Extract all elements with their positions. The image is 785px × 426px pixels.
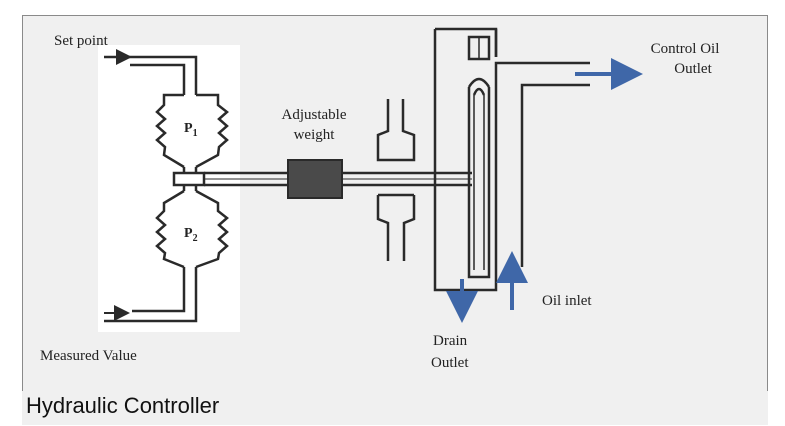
- bellows-panel: [98, 45, 240, 332]
- upper-nozzle: [376, 99, 416, 162]
- label-p2: P2: [184, 226, 198, 244]
- label-control-oil-1: Control Oil: [651, 41, 720, 57]
- adjustable-weight: [287, 159, 343, 199]
- label-adjustable-weight-2: weight: [294, 127, 336, 143]
- label-set-point: Set point: [54, 33, 109, 49]
- bellows-p2: [155, 185, 229, 269]
- label-drain-1: Drain: [433, 333, 468, 349]
- pilot-valve-body: [433, 27, 590, 292]
- label-oil-inlet: Oil inlet: [542, 293, 592, 309]
- lower-nozzle: [376, 193, 416, 261]
- label-adjustable-weight-1: Adjustable: [282, 107, 347, 123]
- figure-caption: Hydraulic Controller: [22, 391, 768, 425]
- label-drain-2: Outlet: [431, 355, 469, 371]
- measured-value-line: [104, 267, 198, 323]
- label-measured-value: Measured Value: [40, 348, 137, 364]
- label-p1: P1: [184, 121, 198, 139]
- hydraulic-controller-diagram: Set point Measured Value Adjustable weig…: [40, 27, 720, 371]
- valve-spool: [467, 35, 491, 279]
- set-point-line: [104, 49, 198, 95]
- label-control-oil-2: Outlet: [674, 61, 712, 77]
